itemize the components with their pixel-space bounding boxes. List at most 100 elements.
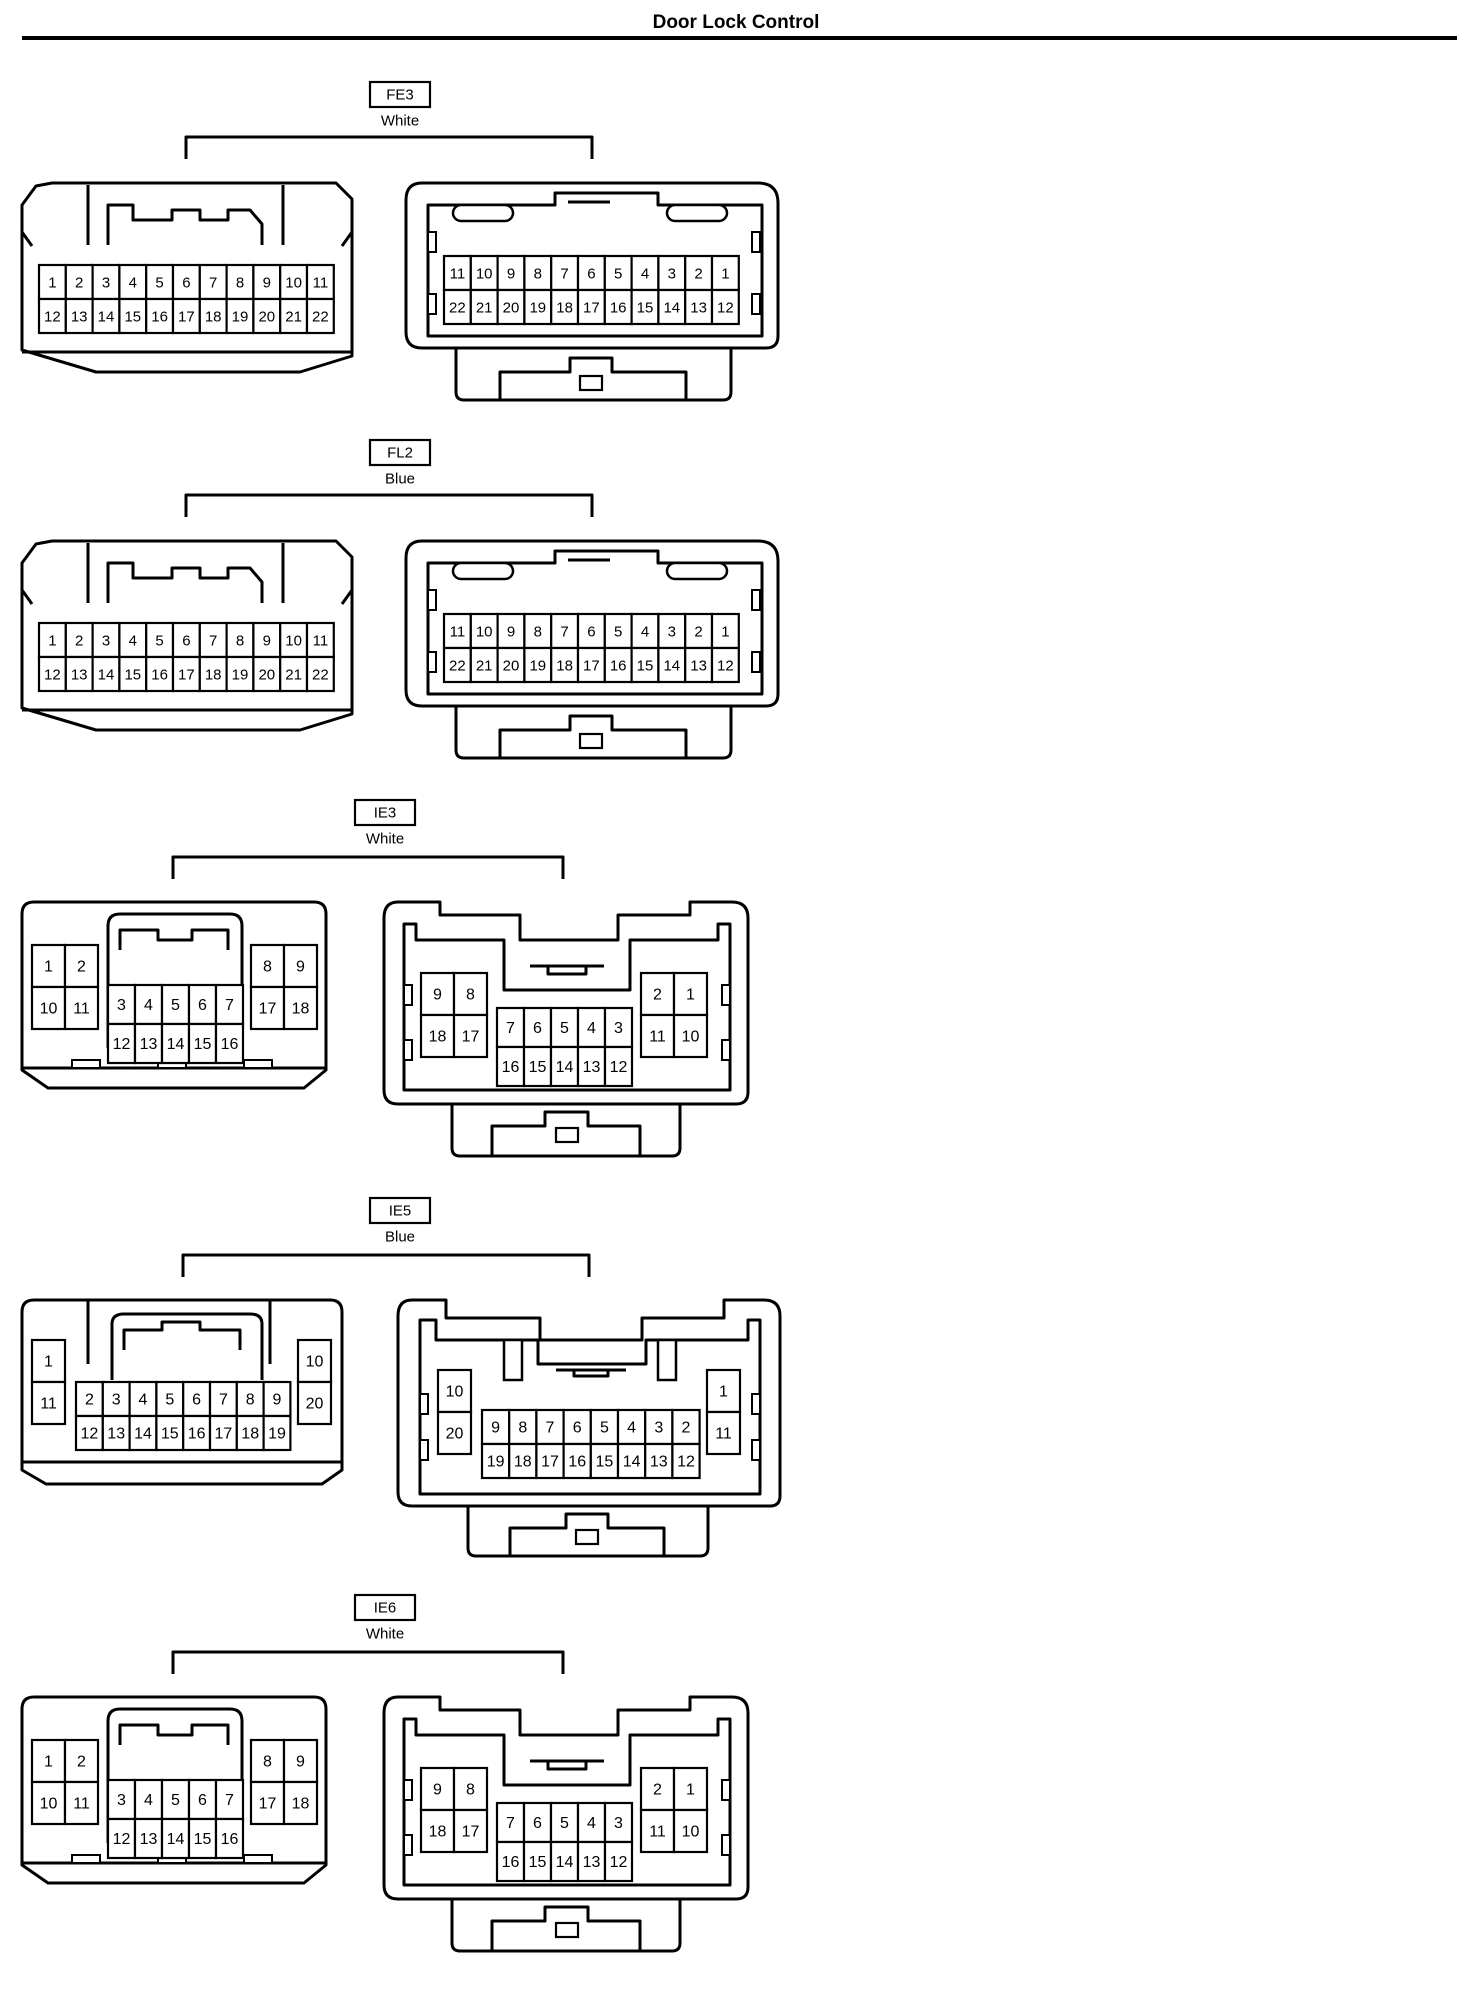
pin-number: 11 (40, 1396, 57, 1413)
pin-number: 8 (518, 1420, 527, 1437)
connector-id: FE3 (386, 87, 414, 104)
pin-number: 16 (610, 300, 627, 317)
pin-number: 18 (429, 1029, 447, 1046)
guide-post (502, 1338, 524, 1382)
pin-number: 5 (614, 624, 622, 641)
pin-number: 13 (107, 1426, 125, 1443)
pin-number: 5 (171, 997, 180, 1014)
pin-number: 9 (507, 266, 515, 283)
latch-detail (118, 928, 230, 950)
pin-number: 18 (556, 658, 573, 675)
connector-id: IE3 (374, 805, 397, 822)
connector-id-box (353, 1593, 417, 1622)
pin-number: 18 (556, 300, 573, 317)
pin-cell (279, 655, 309, 693)
bracket-line (181, 1253, 591, 1277)
pin-cell (252, 263, 282, 301)
housing-outline (404, 539, 780, 708)
bracket-line (171, 855, 565, 879)
pin-number: 18 (514, 1454, 532, 1471)
pin-cell (671, 1442, 701, 1480)
lower-latch (490, 1905, 642, 1951)
pin-number: 22 (312, 309, 329, 326)
pin-number: 15 (124, 667, 141, 684)
pin-number: 9 (263, 633, 271, 650)
pin-cell (305, 655, 335, 693)
pin-cell (214, 1817, 245, 1860)
housing-outline (382, 900, 750, 1106)
pin-number: 13 (140, 1036, 158, 1053)
pin-number: 15 (637, 300, 654, 317)
pin-number: 19 (232, 667, 249, 684)
pin-number: 13 (71, 309, 88, 326)
pin-cell (710, 288, 740, 326)
pin-cell (118, 263, 148, 301)
pin-number: 12 (717, 300, 734, 317)
connector-id-box (368, 80, 432, 109)
pin-number: 3 (668, 266, 676, 283)
lock-latch (106, 912, 244, 1048)
pin-number: 10 (476, 266, 493, 283)
pin-cell (30, 1380, 67, 1426)
base-tab (243, 1854, 273, 1864)
side-key (403, 1779, 413, 1801)
pin-number: 10 (40, 1796, 58, 1813)
side-key (427, 293, 437, 315)
connector-color: White (366, 831, 404, 848)
side-key (721, 1779, 731, 1801)
pin-number: 3 (614, 1815, 623, 1832)
pin-number: 20 (306, 1396, 324, 1413)
pin-number: 2 (77, 1754, 86, 1771)
pin-number: 12 (717, 658, 734, 675)
pin-number: 9 (433, 987, 442, 1004)
side-key (721, 1834, 731, 1856)
connector-color: Blue (385, 1229, 415, 1246)
pin-number: 3 (668, 624, 676, 641)
pin-cell (684, 288, 714, 326)
side-key (751, 1393, 761, 1415)
pin-number: 1 (44, 1754, 53, 1771)
pin-number: 17 (178, 309, 195, 326)
pin-number: 14 (167, 1831, 185, 1848)
pin-number: 1 (44, 959, 53, 976)
pin-cell (710, 612, 740, 650)
pin-number: 16 (610, 658, 627, 675)
pin-number: 14 (134, 1426, 152, 1443)
pin-cell (133, 1022, 164, 1065)
guide-rib (556, 1368, 626, 1378)
housing-notch (20, 231, 354, 247)
pin-number: 11 (313, 275, 329, 292)
pin-number: 10 (682, 1824, 700, 1841)
pin-number: 20 (503, 300, 520, 317)
lower-lock-tab (554, 1126, 580, 1144)
pin-number: 7 (506, 1020, 515, 1037)
pin-number: 18 (241, 1426, 259, 1443)
connector-id: IE5 (389, 1203, 412, 1220)
pin-cell (262, 1414, 292, 1452)
pin-cell (495, 1840, 526, 1883)
pin-number: 2 (75, 633, 83, 650)
guide-slot (451, 561, 515, 581)
pin-number: 14 (623, 1454, 641, 1471)
pin-cell (133, 1817, 164, 1860)
housing-lower-body (454, 706, 733, 760)
guide-rib (530, 1759, 604, 1771)
pin-number: 11 (73, 1001, 90, 1018)
latch-detail (118, 1723, 230, 1745)
side-key (751, 589, 761, 611)
side-key (427, 231, 437, 253)
connector-id: FL2 (387, 445, 413, 462)
pin-number: 10 (476, 624, 493, 641)
pin-cell (576, 1840, 607, 1883)
pin-number: 12 (44, 667, 61, 684)
pin-cell (63, 1780, 100, 1826)
lower-lock-tab (578, 732, 604, 750)
pin-number: 18 (205, 309, 222, 326)
pin-cell (576, 612, 606, 650)
pin-number: 11 (450, 266, 466, 283)
